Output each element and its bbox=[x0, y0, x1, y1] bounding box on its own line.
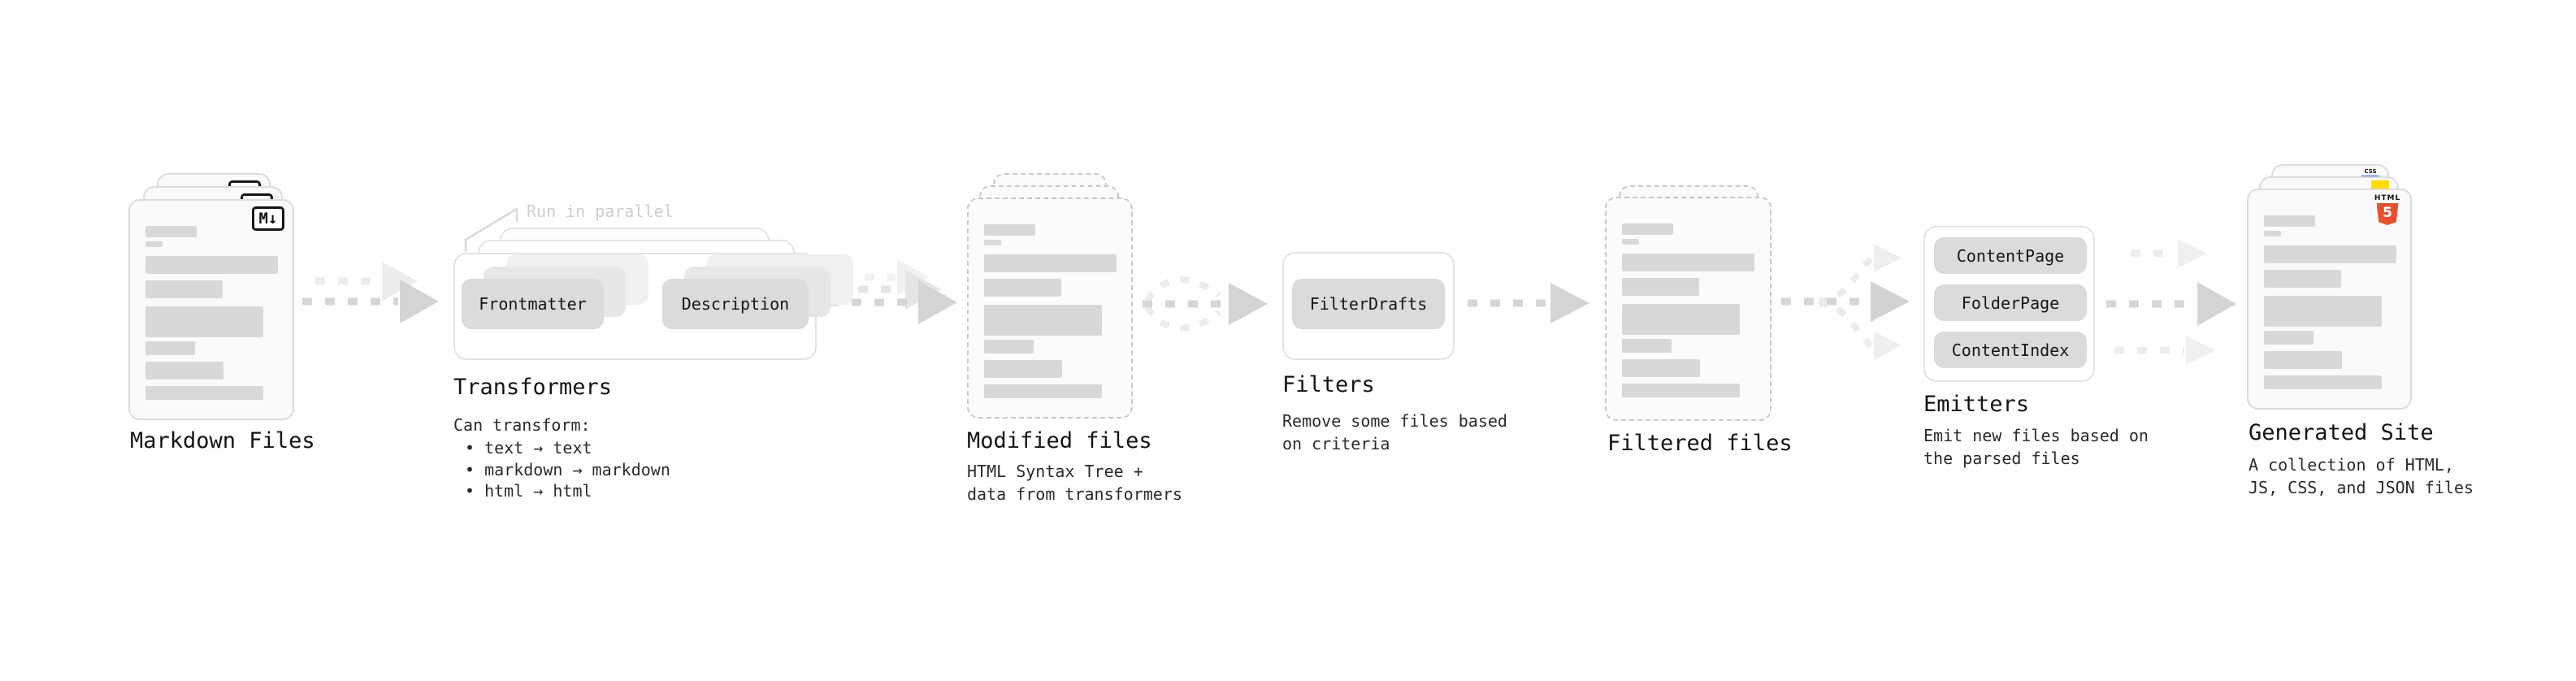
arrow-emitters-to-generated-bottom bbox=[2114, 336, 2215, 365]
parallel-mini-arrows bbox=[609, 275, 656, 312]
arrow-emitters-to-generated-top bbox=[2131, 239, 2207, 268]
arrow-filters-to-filtered bbox=[1468, 283, 1589, 323]
note-connector-line bbox=[464, 206, 518, 252]
arrow-transformers-to-modified bbox=[829, 280, 957, 324]
arrow-filtered-to-emitters bbox=[1781, 281, 1910, 322]
arrow-markdown-to-transformers bbox=[302, 280, 439, 323]
arrow-modified-to-filters bbox=[1143, 276, 1268, 332]
arrow-emitters-to-generated-middle bbox=[2106, 282, 2236, 326]
